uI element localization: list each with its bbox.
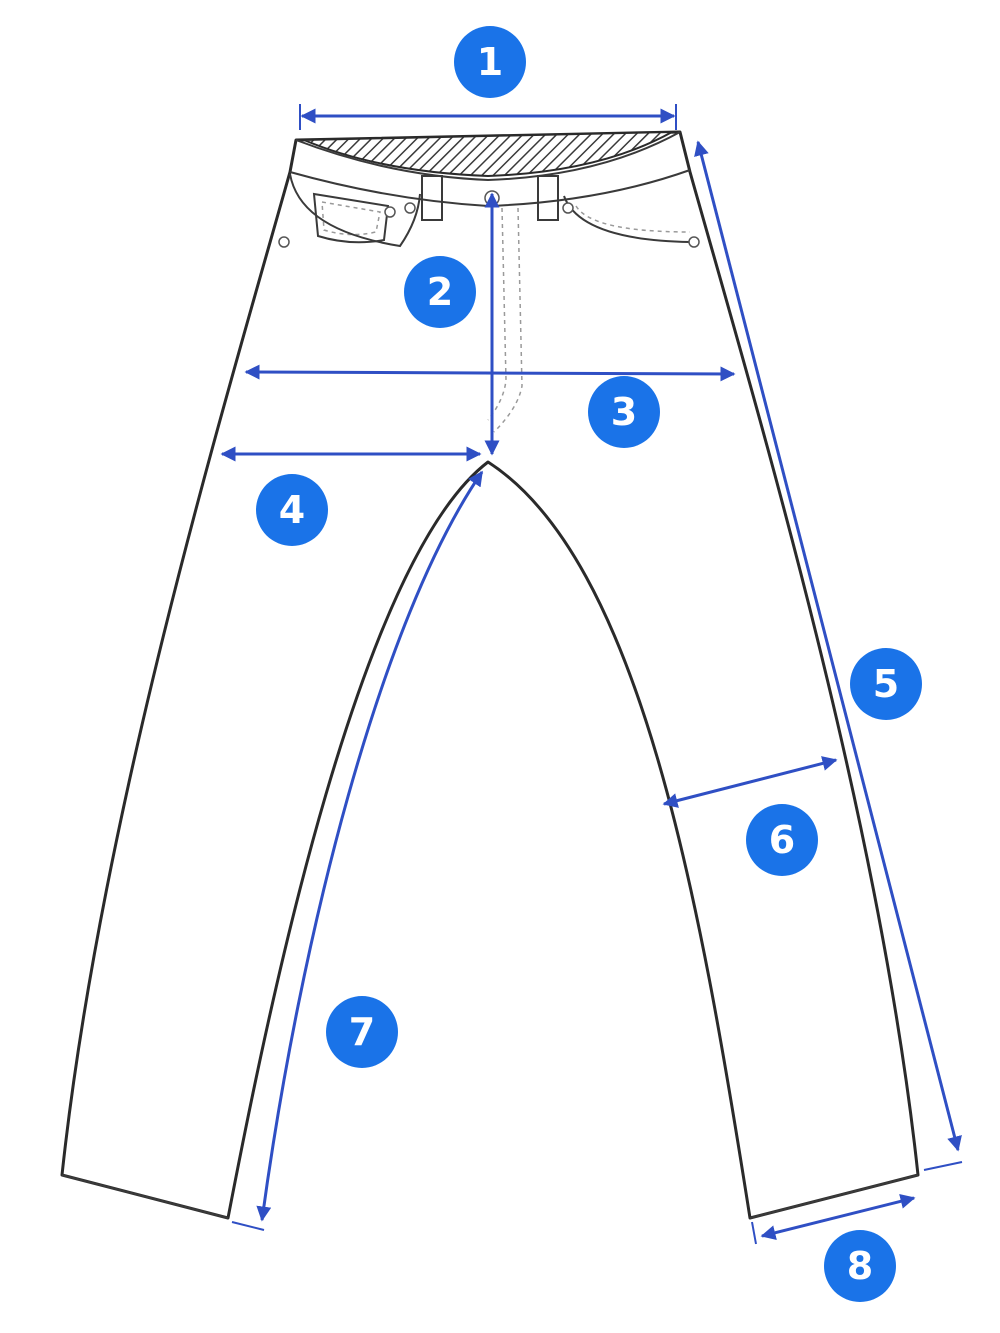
rivet-right-2 [688,236,700,248]
badge-6: 6 [746,804,818,876]
badge-8: 8 [824,1230,896,1302]
badge-2: 2 [404,256,476,328]
measurement-lines [220,104,963,1245]
badge-6-label: 6 [769,818,795,862]
coin-pocket [312,192,390,244]
rivet-left-2 [404,202,416,214]
measurement-badges: 1 2 3 4 5 6 7 8 [256,26,922,1302]
badge-3: 3 [588,376,660,448]
coin-pocket-stitch [321,201,381,236]
badge-7: 7 [326,996,398,1068]
badge-3-label: 3 [611,390,637,434]
left-hem [61,1174,229,1219]
jeans-drawing [60,130,920,1220]
left-front-pocket [289,173,421,248]
measure-line-3-hip [244,364,736,382]
measure-tick-7-bottom [231,1221,265,1231]
badge-2-label: 2 [427,270,453,314]
badge-1-label: 1 [477,40,503,84]
measure-line-8-leg-opening [760,1193,916,1241]
rivet-left-3 [278,236,290,248]
jeans-body [60,130,920,1220]
badge-7-label: 7 [349,1010,375,1054]
badge-8-label: 8 [847,1244,873,1288]
badge-5-label: 5 [873,662,899,706]
measure-tick-5-bottom [923,1161,963,1171]
measure-line-6-knee [662,756,838,808]
measure-line-5-outseam [694,140,962,1152]
belt-loop-left [421,175,443,221]
waistband-top [295,131,681,182]
badge-4-label: 4 [279,488,305,532]
rivet-right-1 [562,202,574,214]
measure-tick-8-left [751,1221,757,1245]
waistband-inner-hatch [303,131,673,178]
badge-4: 4 [256,474,328,546]
belt-loop-right [537,175,559,221]
right-pocket-stitch [575,205,691,233]
badge-5: 5 [850,648,922,720]
measure-line-7-inseam [256,470,484,1222]
badge-1: 1 [454,26,526,98]
rivet-left-1 [384,206,396,218]
